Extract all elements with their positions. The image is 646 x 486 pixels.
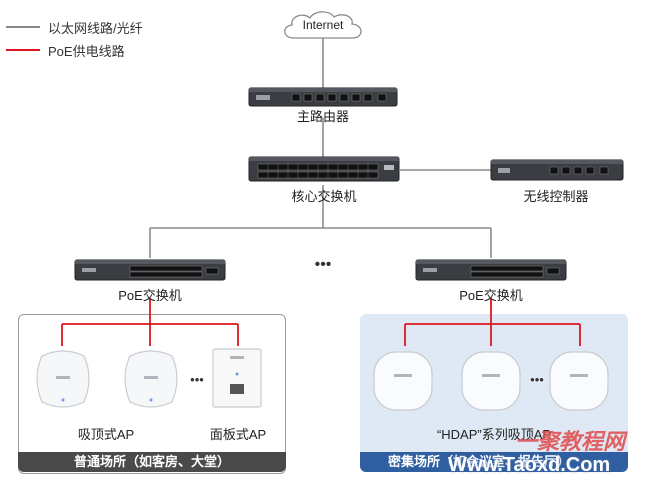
ceiling-ap-2-icon <box>118 348 184 414</box>
poe-switch-left-label: PoE交换机 <box>118 288 182 303</box>
main-router-label: 主路由器 <box>296 109 349 124</box>
watermark-url: Www.Taoxd.Com <box>448 454 611 476</box>
legend-poe-label: PoE供电线路 <box>48 44 125 59</box>
poe-switch-right-label: PoE交换机 <box>459 288 523 303</box>
switch-ellipsis: ••• <box>314 256 332 273</box>
wireless-controller-icon <box>490 158 624 182</box>
wireless-controller-label: 无线控制器 <box>523 189 589 204</box>
watermark-cn: 一聚教程网 <box>515 429 626 454</box>
poe-switch-left-icon <box>74 258 226 282</box>
zone-dense-label: 密集场所（如会议室、报告厅） <box>360 452 628 472</box>
legend-ethernet-line <box>6 26 40 28</box>
legend-poe-line <box>6 49 40 51</box>
hdap-ap-2-icon <box>460 350 522 412</box>
left-ap-ellipsis: ••• <box>190 372 204 387</box>
hdap-ap-label: “HDAP”系列吸顶AP <box>436 427 552 442</box>
internet-label: Internet <box>302 18 344 32</box>
panel-ap-label: 面板式AP <box>209 427 267 442</box>
hdap-ap-1-icon <box>372 350 434 412</box>
ceiling-ap-label: 吸顶式AP <box>77 427 135 442</box>
core-switch-icon <box>248 155 400 183</box>
legend-ethernet-label: 以太网线路/光纤 <box>48 21 143 36</box>
right-ap-ellipsis: ••• <box>530 372 544 387</box>
hdap-ap-3-icon <box>548 350 610 412</box>
panel-ap-icon <box>212 348 262 408</box>
ceiling-ap-1-icon <box>30 348 96 414</box>
internet-cloud-icon <box>284 11 362 39</box>
main-router-icon <box>248 86 398 108</box>
poe-switch-right-icon <box>415 258 567 282</box>
core-switch-label: 核心交换机 <box>291 189 357 204</box>
zone-common-label: 普通场所（如客房、大堂） <box>18 452 286 472</box>
